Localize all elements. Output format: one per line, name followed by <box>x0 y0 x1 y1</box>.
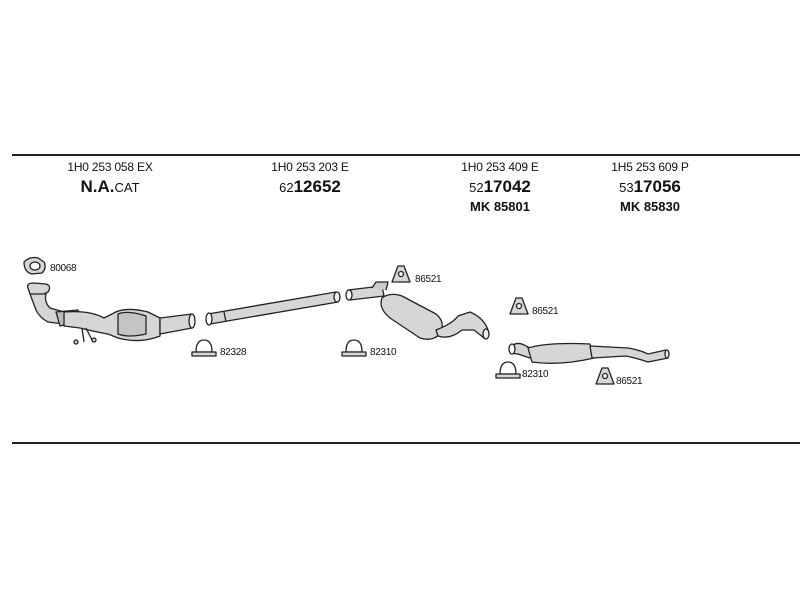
middle-silencer-icon <box>345 281 490 340</box>
catalog-code: N.A.CAT <box>80 177 140 196</box>
accessory-code-gasket: 80068 <box>50 263 77 274</box>
catalytic-converter-icon <box>26 282 196 345</box>
pipe-clamp-icon <box>341 339 367 357</box>
accessory-code-hanger: 86521 <box>616 376 643 387</box>
part-number: 1H0 253 058 EX <box>67 160 153 174</box>
top-divider <box>12 154 800 156</box>
part-number: 1H0 253 203 E <box>271 160 349 174</box>
mounting-kit-code: MK 85830 <box>620 199 680 214</box>
part-column-front-pipe: 1H0 253 203 E 6212652 <box>255 160 365 197</box>
mounting-kit-code: MK 85801 <box>470 199 530 214</box>
rear-silencer-icon <box>508 342 670 364</box>
catalog-code: 6212652 <box>279 177 341 196</box>
accessory-code-clamp: 82310 <box>522 369 549 380</box>
rubber-hanger-icon <box>391 265 411 283</box>
catalog-code: 5317056 <box>619 177 681 196</box>
part-column-catalytic: 1H0 253 058 EX N.A.CAT <box>55 160 165 197</box>
part-column-middle-silencer: 1H0 253 409 E 5217042 MK 85801 <box>445 160 555 214</box>
accessory-code-clamp: 82328 <box>220 347 247 358</box>
catalog-code: 5217042 <box>469 177 531 196</box>
pipe-clamp-icon <box>191 339 217 357</box>
rubber-hanger-icon <box>595 367 615 385</box>
part-number: 1H0 253 409 E <box>461 160 539 174</box>
bottom-divider <box>12 442 800 444</box>
part-column-rear-silencer: 1H5 253 609 P 5317056 MK 85830 <box>595 160 705 214</box>
accessory-code-hanger: 86521 <box>415 274 442 285</box>
pipe-clamp-icon <box>495 361 521 379</box>
accessory-code-clamp: 82310 <box>370 347 397 358</box>
part-number: 1H5 253 609 P <box>611 160 689 174</box>
accessory-code-hanger: 86521 <box>532 306 559 317</box>
front-pipe-icon <box>205 291 341 326</box>
gasket-icon <box>23 256 46 275</box>
rubber-hanger-icon <box>509 297 529 315</box>
